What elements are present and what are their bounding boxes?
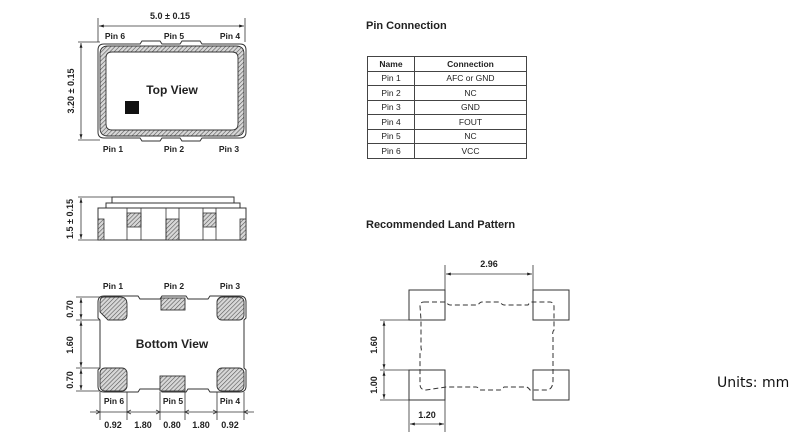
table-header: Name: [367, 56, 415, 72]
top-body-outline: [97, 40, 247, 142]
top-view: 5.0 ± 0.15 3.20 ± 0.15 Pin 6 Pin 5 Pin 4…: [66, 11, 247, 154]
bottom-body-outline: [97, 295, 247, 393]
table-header-row: Name Connection: [367, 56, 527, 72]
table-cell: Pin 3: [367, 99, 415, 115]
land-pad-width-dim: 1.20: [418, 410, 436, 420]
pin-connection-title: Pin Connection: [366, 20, 447, 32]
bottom-pad-pin5: [159, 375, 186, 392]
pin1-marker: [125, 101, 139, 114]
table-cell: Pin 6: [367, 143, 415, 159]
land-pad-top-left: [408, 289, 446, 321]
bottom-view-title: Bottom View: [136, 337, 209, 351]
top-width-dim: 5.0 ± 0.15: [150, 11, 190, 21]
table-cell: Pin 1: [367, 70, 415, 86]
table-cell: VCC: [414, 143, 527, 159]
top-pin-label: Pin 2: [164, 144, 185, 154]
bottom-pad-pin4: [216, 367, 245, 392]
table-cell: GND: [414, 99, 527, 115]
land-pitch-dim: 1.60: [369, 336, 379, 354]
top-pin-label: Pin 6: [105, 31, 126, 41]
side-terminal: [126, 212, 142, 228]
top-pin-label: Pin 4: [220, 31, 241, 41]
land-pattern-title: Recommended Land Pattern: [366, 219, 516, 231]
bottom-pin-label: Pin 5: [163, 396, 184, 406]
table-cell: Pin 5: [367, 128, 415, 144]
bottom-view: Pin 1 Pin 2 Pin 3 Bottom View 0.70 1.60 …: [65, 281, 254, 430]
units-label: Units: mm: [717, 375, 790, 391]
bottom-vdim: 1.60: [65, 336, 75, 354]
side-height-dim: 1.5 ± 0.15: [65, 199, 75, 239]
table-cell: NC: [414, 85, 527, 101]
land-package-outline: [419, 301, 555, 391]
land-pad-height-dim: 1.00: [369, 376, 379, 394]
table-cell: Pin 4: [367, 114, 415, 130]
bottom-hdim: 0.92: [104, 420, 122, 430]
top-pin-label: Pin 5: [164, 31, 185, 41]
side-lid: [111, 196, 235, 204]
side-terminal: [97, 218, 105, 241]
bottom-hdim: 0.80: [163, 420, 181, 430]
bottom-hdim: 1.80: [192, 420, 210, 430]
bottom-vdim: 0.70: [65, 371, 75, 389]
bottom-pad-pin1: [99, 296, 128, 321]
side-terminal: [202, 212, 217, 228]
bottom-pad-pin6: [99, 367, 128, 392]
top-view-title: Top View: [146, 83, 198, 97]
side-terminal: [239, 218, 247, 241]
bottom-hdim: 0.92: [221, 420, 239, 430]
top-pin-label: Pin 3: [219, 144, 240, 154]
table-cell: Pin 2: [367, 85, 415, 101]
table-cell: FOUT: [414, 114, 527, 130]
table-cell: AFC or GND: [414, 70, 527, 86]
top-pin-label: Pin 1: [103, 144, 124, 154]
bottom-pin-label: Pin 6: [104, 396, 125, 406]
bottom-pin-label: Pin 3: [220, 281, 241, 291]
bottom-pin-label: Pin 2: [164, 281, 185, 291]
top-height-dim: 3.20 ± 0.15: [66, 69, 76, 114]
land-pattern: 2.96 1.60 1.00 1.20: [369, 259, 570, 432]
top-seal-ring: [99, 45, 245, 137]
bottom-hdim-arrows: [95, 409, 249, 415]
land-pad-bottom-right: [532, 369, 570, 401]
side-seal: [105, 202, 241, 209]
table-header: Connection: [414, 56, 527, 72]
side-terminal: [165, 218, 180, 241]
bottom-pin-label: Pin 4: [220, 396, 241, 406]
bottom-pad-pin3: [216, 296, 245, 321]
bottom-pad-pin2: [160, 297, 186, 311]
land-width-dim: 2.96: [480, 259, 498, 269]
land-pad-bottom-left: [408, 369, 446, 401]
land-pad-top-right: [532, 289, 570, 321]
table-cell: NC: [414, 128, 527, 144]
bottom-hdim: 1.80: [134, 420, 152, 430]
side-view: 1.5 ± 0.15: [65, 196, 247, 241]
bottom-pin-label: Pin 1: [103, 281, 124, 291]
bottom-vdim: 0.70: [65, 300, 75, 318]
